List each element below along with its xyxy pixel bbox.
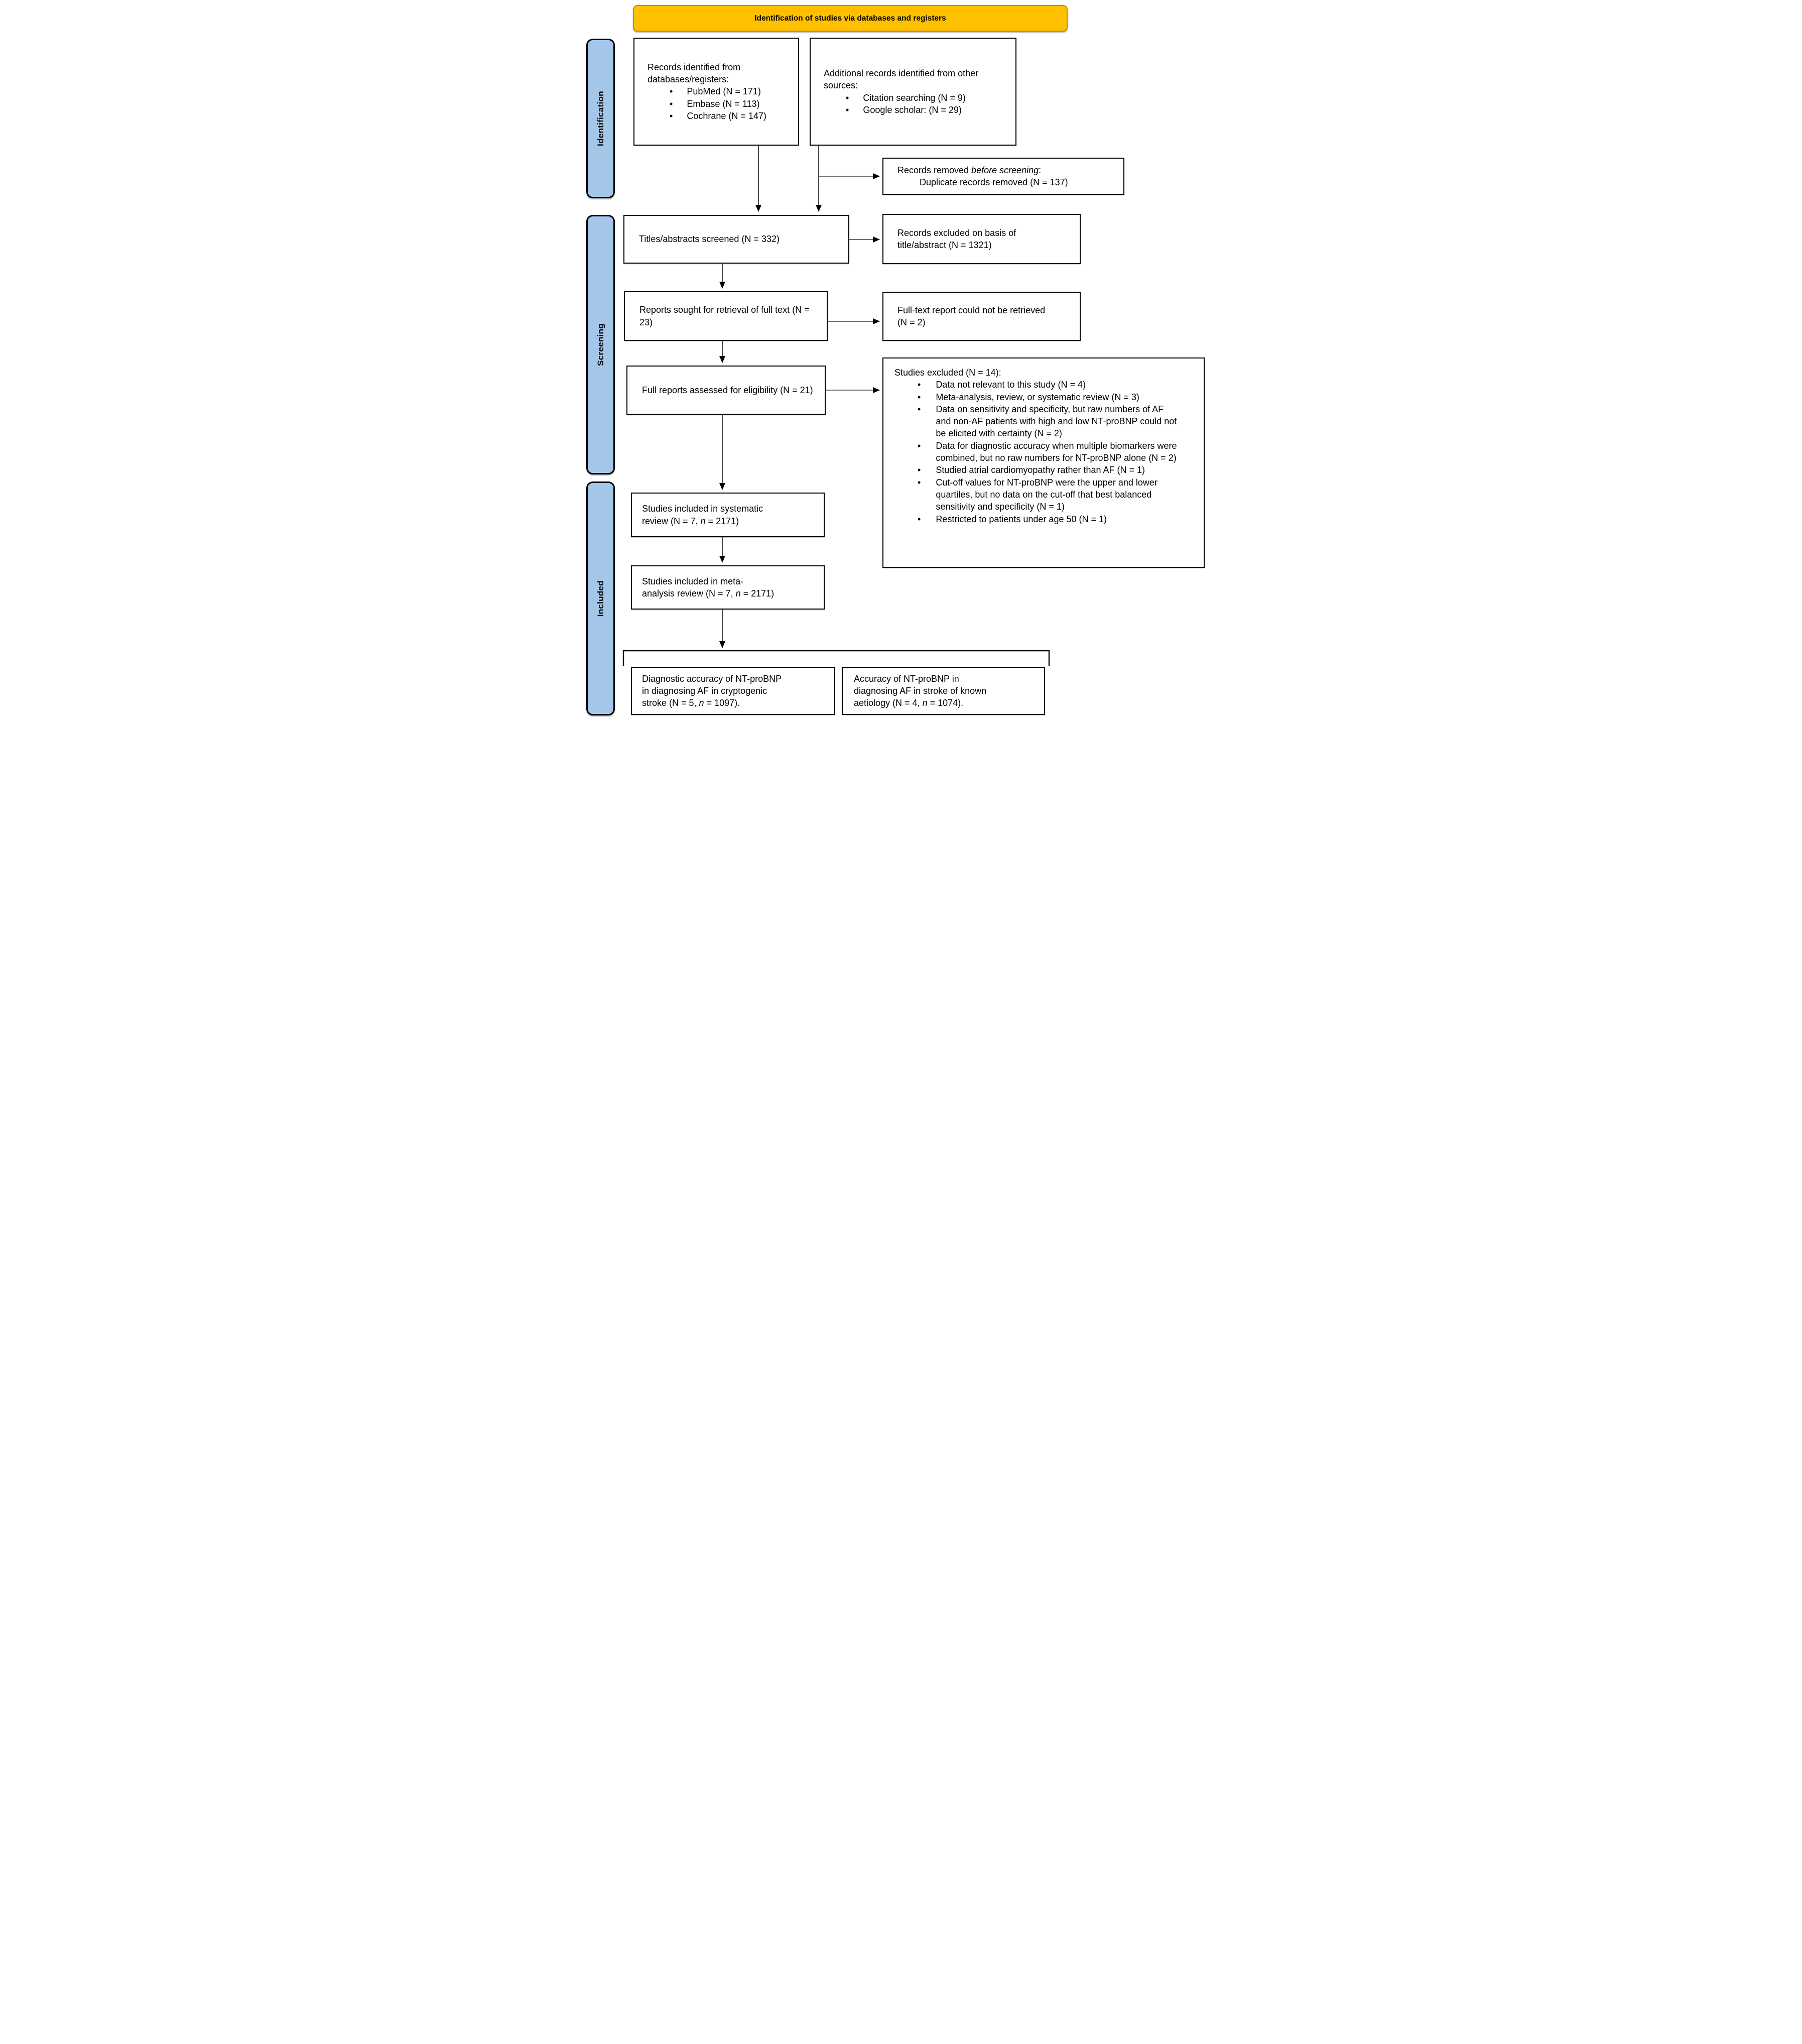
list-item: • Restricted to patients under age 50 (N… <box>894 513 1199 525</box>
database-count-cochrane: Cochrane (N = 147) <box>687 110 766 121</box>
bullet-icon: • <box>670 86 673 97</box>
bullet-icon: • <box>670 98 673 109</box>
exclusion-reason-6: Cut-off values for NT-proBNP were the up… <box>936 477 1157 512</box>
bullet-icon: • <box>918 440 921 451</box>
list-item: • Studied atrial cardiomyopathy rather t… <box>894 464 1199 476</box>
list-item: • Citation searching (N = 9) <box>824 92 1010 104</box>
list-item: • Cochrane (N = 147) <box>648 110 793 122</box>
banner-title: Identification of studies via databases … <box>754 14 946 23</box>
bullet-icon: • <box>918 380 921 390</box>
bullet-icon: • <box>918 404 921 414</box>
titles-screened-text: Titles/abstracts screened (N = 332) <box>639 234 780 245</box>
sidebar-label-included: Included <box>595 580 605 617</box>
database-count-embase: Embase (N = 113) <box>687 98 760 109</box>
meta-analysis-text: Studies included in meta-analysis review… <box>642 576 775 598</box>
sidebar-label-identification: Identification <box>595 91 605 146</box>
source-count-google-scholar: Google scholar: (N = 29) <box>863 104 962 115</box>
bullet-icon: • <box>846 92 849 103</box>
list-item: • Data for diagnostic accuracy when mult… <box>894 440 1199 464</box>
fulltext-not-retrieved-text: Full-text report could not be retrieved … <box>897 305 1046 327</box>
list-item: • Data on sensitivity and specificity, b… <box>894 403 1199 440</box>
bullet-icon: • <box>918 477 921 488</box>
sidebar-item-screening: Screening <box>586 215 615 474</box>
box-reports-sought: Reports sought for retrieval of full tex… <box>624 291 828 341</box>
box-records-removed: Records removed before screening: Duplic… <box>882 158 1124 195</box>
exclusion-reason-3: Data on sensitivity and specificity, but… <box>936 404 1177 439</box>
box-records-excluded: Records excluded on basis of title/abstr… <box>882 214 1081 264</box>
box-records-identified: Records identified from databases/regist… <box>633 38 799 146</box>
database-count-pubmed: PubMed (N = 171) <box>687 86 761 97</box>
records-excluded-text: Records excluded on basis of title/abstr… <box>897 227 1016 250</box>
list-item: • Cut-off values for NT-proBNP were the … <box>894 476 1199 513</box>
list-item: • Google scholar: (N = 29) <box>824 104 1010 116</box>
box-additional-records: Additional records identified from other… <box>810 38 1016 146</box>
bullet-icon: • <box>918 514 921 524</box>
records-removed-line2: Duplicate records removed (N = 137) <box>920 177 1068 187</box>
split-bracket <box>622 650 1050 666</box>
box-full-reports-assessed: Full reports assessed for eligibility (N… <box>626 366 826 415</box>
exclusion-reason-1: Data not relevant to this study (N = 4) <box>936 380 1086 390</box>
sidebar-item-identification: Identification <box>586 39 615 198</box>
bullet-icon: • <box>670 110 673 121</box>
exclusion-reason-5: Studied atrial cardiomyopathy rather tha… <box>936 465 1145 475</box>
box-additional-records-title: Additional records identified from other… <box>824 68 979 91</box>
box-titles-screened: Titles/abstracts screened (N = 332) <box>623 215 849 264</box>
box-records-identified-title: Records identified from databases/regist… <box>648 62 741 85</box>
banner: Identification of studies via databases … <box>633 5 1068 32</box>
list-item: • Embase (N = 113) <box>648 98 793 110</box>
bullet-icon: • <box>918 392 921 402</box>
exclusion-reason-7: Restricted to patients under age 50 (N =… <box>936 514 1107 524</box>
flow-connectors <box>622 146 1050 666</box>
source-count-citation: Citation searching (N = 9) <box>863 92 966 103</box>
box-studies-excluded: Studies excluded (N = 14): • Data not re… <box>882 357 1205 568</box>
exclusion-reason-2: Meta-analysis, review, or systematic rev… <box>936 392 1139 402</box>
list-item: • Data not relevant to this study (N = 4… <box>894 379 1199 391</box>
list-item: • Meta-analysis, review, or systematic r… <box>894 391 1199 403</box>
sidebar-item-included: Included <box>586 482 615 715</box>
exclusion-reason-4: Data for diagnostic accuracy when multip… <box>936 440 1177 463</box>
sidebar-label-screening: Screening <box>595 323 605 366</box>
bullet-icon: • <box>918 465 921 475</box>
prisma-flow-diagram: Identification of studies via databases … <box>579 0 1223 730</box>
records-removed-line1: Records removed before screening: <box>897 165 1042 175</box>
bullet-icon: • <box>846 104 849 115</box>
box-fulltext-not-retrieved: Full-text report could not be retrieved … <box>882 292 1081 341</box>
reports-sought-text: Reports sought for retrieval of full tex… <box>639 305 810 327</box>
list-item: • PubMed (N = 171) <box>648 85 793 97</box>
box-meta-analysis: Studies included in meta-analysis review… <box>631 565 825 610</box>
studies-excluded-title: Studies excluded (N = 14): <box>894 368 1001 378</box>
full-reports-assessed-text: Full reports assessed for eligibility (N… <box>642 385 813 395</box>
